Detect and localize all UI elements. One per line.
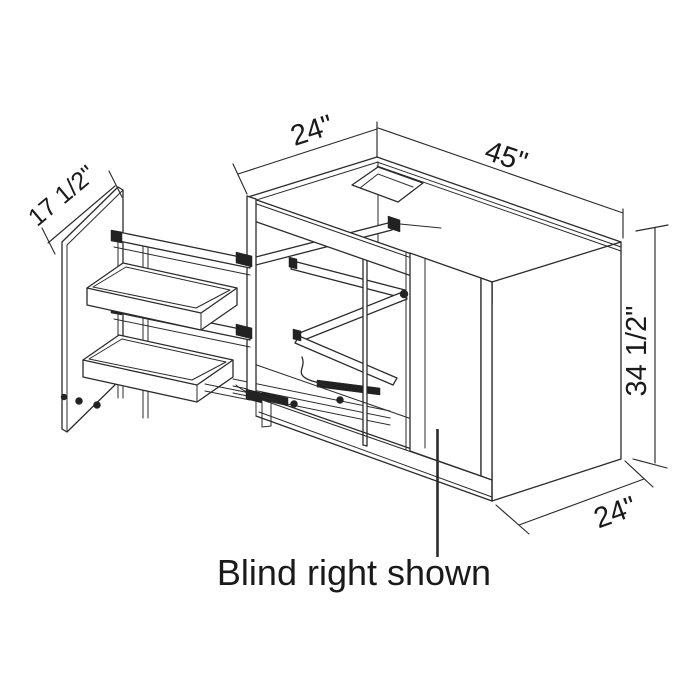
door-foot	[75, 397, 83, 405]
pivot-joint	[399, 289, 409, 299]
blind-panel	[409, 252, 482, 477]
upper-slide-rail	[113, 230, 251, 269]
caption-group: Blind right shown	[217, 429, 491, 593]
cabinet-carcass-back	[247, 156, 622, 502]
roller	[336, 396, 344, 404]
left-stile	[246, 195, 257, 395]
upper-tray	[86, 262, 238, 331]
dimension-24-top: 24"	[232, 109, 378, 195]
cabinet-front	[246, 195, 493, 502]
roller	[290, 400, 298, 408]
right-corner-stile	[480, 277, 493, 481]
lower-tray	[82, 334, 234, 403]
dimension-label-width: 45"	[481, 135, 532, 179]
door-foot	[93, 401, 101, 409]
corner-bracket	[351, 166, 424, 203]
slide-carriage	[316, 379, 381, 396]
carriage-post	[362, 237, 368, 447]
door-foot	[60, 393, 68, 401]
dimension-34-5-height: 34 1/2"	[621, 224, 669, 469]
dimension-label-height: 34 1/2"	[621, 306, 653, 397]
dimension-label-top-depth: 24"	[287, 109, 337, 153]
caption-label: Blind right shown	[217, 552, 491, 593]
pullout-unit	[60, 186, 272, 433]
dimension-label-bottom-depth: 24"	[590, 491, 641, 536]
right-side-panel	[491, 241, 622, 502]
